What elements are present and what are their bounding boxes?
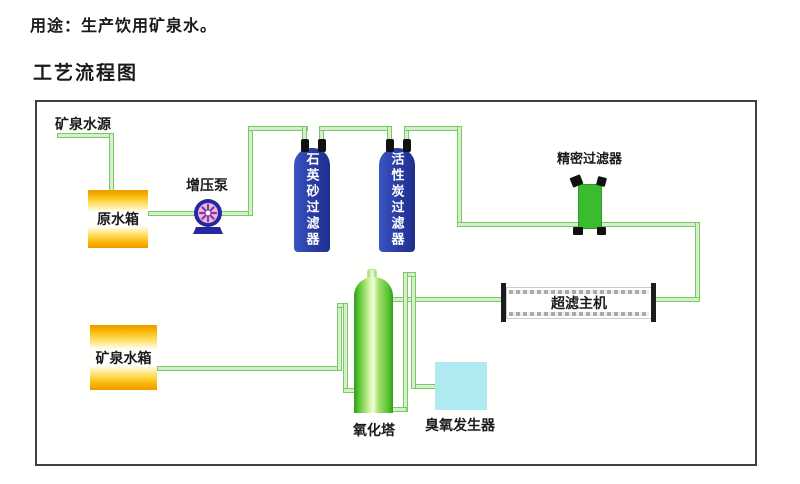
precision-filter-cap-top-right <box>595 175 608 188</box>
quartz-sand-filter: 石英砂过滤器 <box>294 148 330 252</box>
pipe-top-run-1 <box>248 126 308 131</box>
label-mineral-water-tank: 矿泉水箱 <box>95 349 152 366</box>
precision-filter <box>578 184 602 229</box>
raw-water-tank: 原水箱 <box>88 190 148 248</box>
label-ozone-generator: 臭氧发生器 <box>425 417 495 433</box>
label-carbon-filter: 活性炭过滤器 <box>389 152 405 248</box>
pipe-right-drop-1 <box>457 126 462 227</box>
ozone-generator <box>435 362 487 410</box>
pipe-right-drop-2 <box>695 222 700 302</box>
pipe-uf-inlet <box>652 297 700 302</box>
pipe-left-hump-down <box>343 303 348 393</box>
pipe-top-run-3 <box>404 126 462 131</box>
diagram-title: 工艺流程图 <box>33 63 139 84</box>
carbon-filter-right-port <box>403 139 411 152</box>
label-oxidation-tower: 氧化塔 <box>353 422 395 438</box>
label-raw-water-tank: 原水箱 <box>97 211 139 227</box>
uf-texture-top <box>509 290 649 294</box>
pipe-source-down <box>109 133 114 192</box>
uf-unit-left-end <box>501 283 506 322</box>
pipe-top-run-2 <box>319 126 392 131</box>
label-booster-pump: 增压泵 <box>186 177 228 193</box>
usage-text: 用途：生产饮用矿泉水。 <box>30 18 218 35</box>
oxidation-tower <box>354 277 393 413</box>
pipe-ozone-hump-up <box>411 272 416 389</box>
carbon-filter-left-port <box>386 139 394 152</box>
label-uf-unit: 超滤主机 <box>551 295 607 311</box>
precision-filter-cap-bottom-right <box>597 227 606 235</box>
pipe-mineraltank-run <box>157 366 342 371</box>
quartz-filter-right-port <box>318 139 326 152</box>
activated-carbon-filter: 活性炭过滤器 <box>379 148 415 252</box>
pipe-left-hump-up <box>337 303 342 371</box>
pipe-ozone-hump-down <box>403 272 408 412</box>
booster-pump-icon <box>193 199 223 234</box>
quartz-filter-left-port <box>301 139 309 152</box>
process-flow-diagram: 矿泉水源 原水箱 增压泵 石英砂过滤器 活性炭过滤器 精密过滤器 <box>35 100 757 466</box>
pipe-uf-to-tower <box>392 297 506 302</box>
pipe-pump-riser <box>248 126 253 216</box>
precision-filter-cap-bottom-left <box>573 227 583 235</box>
label-precision-filter: 精密过滤器 <box>556 151 622 166</box>
uf-texture-bottom <box>509 312 649 316</box>
label-water-source: 矿泉水源 <box>55 116 111 132</box>
label-quartz-filter: 石英砂过滤器 <box>304 152 320 248</box>
ultrafiltration-unit: 超滤主机 <box>506 287 652 319</box>
mineral-water-tank: 矿泉水箱 <box>90 325 157 390</box>
uf-unit-right-end <box>651 283 656 322</box>
